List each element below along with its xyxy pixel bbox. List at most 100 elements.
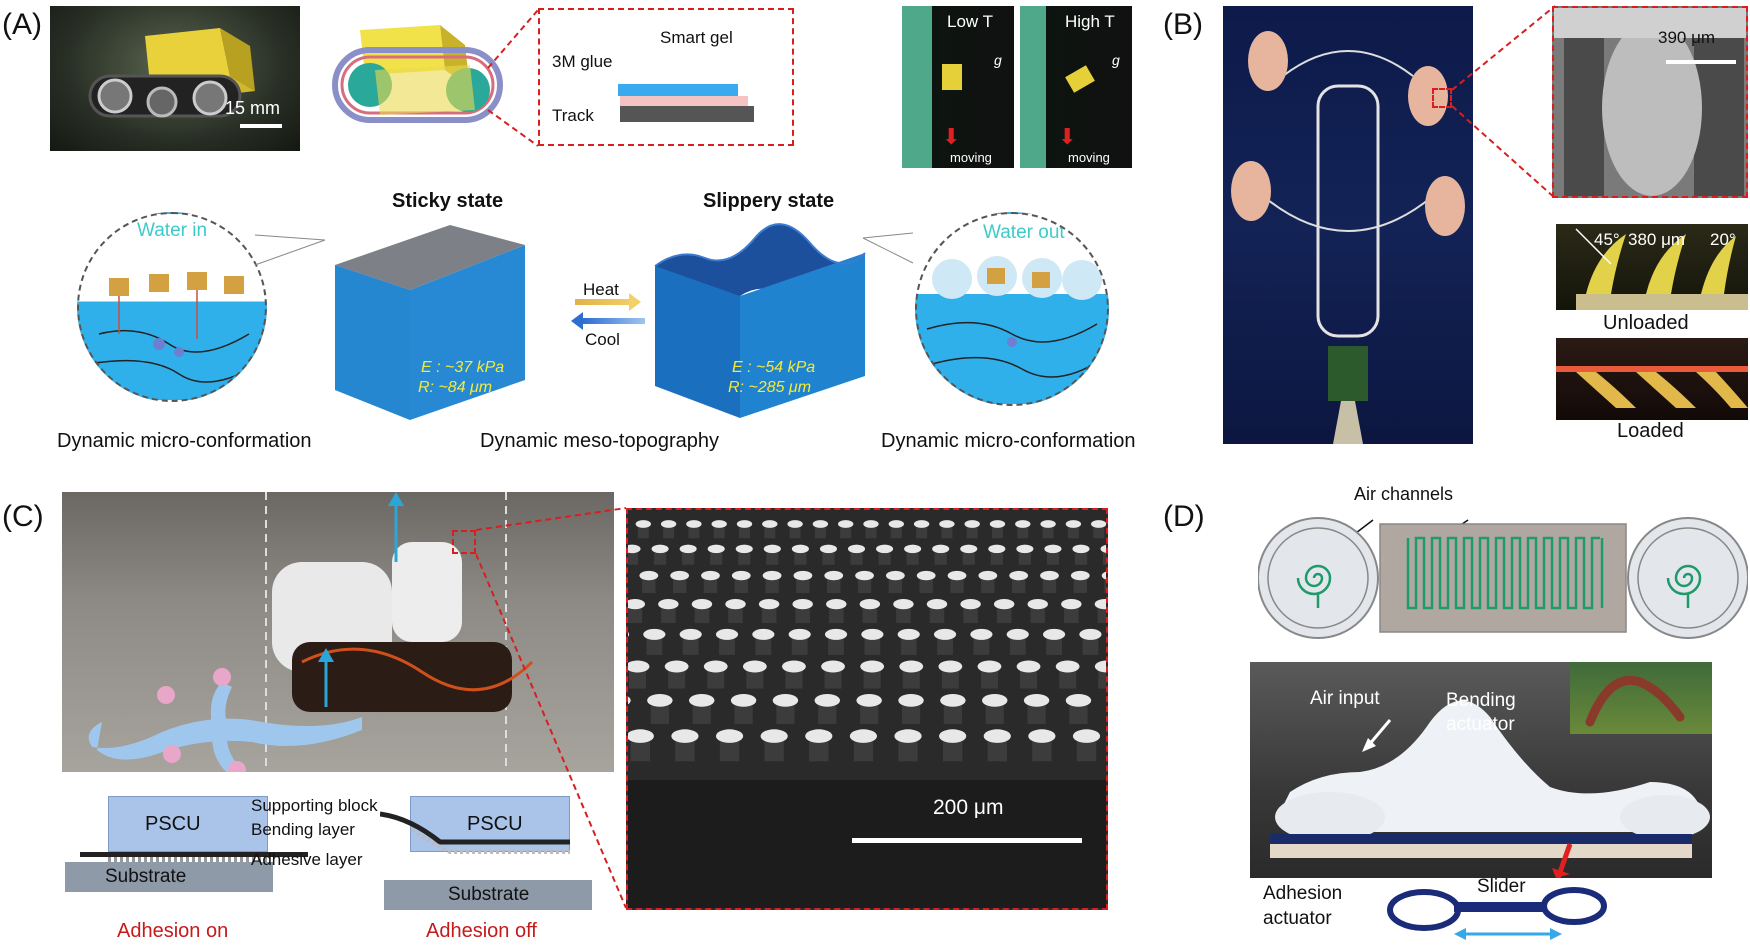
air-input-label: Air input <box>1310 688 1380 709</box>
pillar-top <box>758 598 780 610</box>
pillar-top <box>752 628 775 640</box>
panel-b-label: (B) <box>1163 8 1203 41</box>
pillar-top <box>978 570 998 581</box>
pillar-top <box>847 544 866 554</box>
crawler-robot-photo: 15 mm <box>50 6 300 151</box>
glue-layer <box>620 96 748 106</box>
pillar-top <box>688 694 715 707</box>
low-t-moving: moving <box>950 150 992 165</box>
pillar-top <box>826 598 847 610</box>
pillar-top <box>860 660 885 673</box>
pillar-top <box>1072 544 1090 554</box>
pillar-top <box>1072 729 1101 743</box>
toe-sem-image: 390 μm <box>1552 6 1748 198</box>
unloaded-photo: 45° 380 μm 20° <box>1556 224 1748 310</box>
high-t-robot <box>1065 65 1095 93</box>
slider-schematic <box>1387 887 1607 940</box>
pillar-top <box>859 598 881 610</box>
pillar-top <box>658 598 679 610</box>
toe-zoom-box <box>1432 88 1452 108</box>
pillar-top <box>787 520 803 528</box>
pillar-shadow <box>1097 604 1106 624</box>
adhesion-off-label: Adhesion off <box>426 920 537 942</box>
pillar-top <box>664 660 689 673</box>
pillar-top <box>707 544 725 554</box>
pillar-shadow <box>966 524 978 539</box>
pillar-top <box>711 520 727 528</box>
pillar-top <box>1094 598 1106 610</box>
track-label: Track <box>552 106 594 125</box>
pillar-top <box>1101 571 1106 580</box>
substrate-on: Substrate <box>65 862 273 892</box>
slippery-gel-block <box>654 223 866 418</box>
slippery-state-title: Slippery state <box>703 190 835 212</box>
pillar-shadow <box>1067 524 1079 539</box>
robot-scale-bar <box>240 124 282 128</box>
pillar-top <box>1044 544 1062 554</box>
low-t-gravity: g <box>994 52 1002 68</box>
pscu-label-on: PSCU <box>145 813 201 835</box>
inchworm-illustration <box>1585 676 1685 727</box>
panel-c-label: (C) <box>2 500 44 533</box>
pillar-top <box>1040 520 1056 528</box>
pillar-top <box>1027 598 1048 610</box>
pillar-top <box>731 570 751 581</box>
pillar-top <box>772 694 799 707</box>
pillar-top <box>898 694 924 707</box>
pillar-top <box>814 694 841 707</box>
pillar-top <box>1091 520 1106 528</box>
pillar-shadow <box>1093 524 1105 539</box>
pillar-top <box>736 520 753 528</box>
cool-arrowhead-icon <box>571 312 583 330</box>
pillar-top <box>849 729 877 743</box>
slippery-modulus: E : ~54 kPa <box>732 359 816 376</box>
substrate-label-off: Substrate <box>448 884 530 905</box>
pillar-top <box>913 520 930 528</box>
pillar-top <box>819 544 837 554</box>
pillar-top <box>856 694 882 707</box>
pillar-top <box>960 544 978 554</box>
pillar-top <box>762 570 782 581</box>
pillar-shadow <box>941 524 953 539</box>
high-t-arrow-icon: ⬇ <box>1058 124 1077 149</box>
gel-layer <box>618 84 738 96</box>
pillar-top <box>628 598 646 610</box>
pillar-top <box>1061 598 1082 610</box>
pillar-top <box>938 660 963 673</box>
loaded-photo <box>1556 338 1748 420</box>
water-in-circle: Water in <box>77 212 267 402</box>
pillar-top <box>679 544 697 554</box>
pillar-shadow <box>688 524 700 539</box>
pillar-top <box>970 628 993 640</box>
pillar-top <box>643 628 666 640</box>
molecular-structure-left <box>88 272 260 383</box>
pillar-shadow <box>1017 524 1029 539</box>
bending-actuator-label-2: actuator <box>1446 714 1515 735</box>
track-layer <box>620 106 754 122</box>
pillar-top <box>989 520 1006 528</box>
pscu-block-on: PSCU <box>108 796 268 852</box>
pillar-top <box>960 598 981 610</box>
adhesion-on-label: Adhesion on <box>117 920 229 942</box>
sticky-gel-block <box>335 225 525 420</box>
pillar-top <box>916 570 936 581</box>
panel-d-label: (D) <box>1163 500 1205 533</box>
bending-layer-on <box>80 852 308 857</box>
water-out-label: Water out <box>983 222 1065 243</box>
pillar-top <box>628 660 650 673</box>
pillar-top <box>651 544 669 554</box>
pillar-top <box>894 729 922 743</box>
pillar-top <box>926 598 948 610</box>
pillar-top <box>639 570 659 581</box>
pillar-top <box>939 729 967 743</box>
pillar-top <box>691 598 713 610</box>
pillar-top <box>1006 628 1029 640</box>
zoom-lines-right <box>862 232 914 264</box>
pillar-sem-scale-bar <box>852 838 1082 843</box>
pillar-top <box>1043 628 1066 640</box>
pillar-top <box>793 570 813 581</box>
cool-arrow-icon <box>583 318 645 324</box>
air-channel-schematic <box>1258 517 1748 639</box>
climbing-robot-photo <box>1223 6 1473 444</box>
pillar-top <box>701 570 720 581</box>
